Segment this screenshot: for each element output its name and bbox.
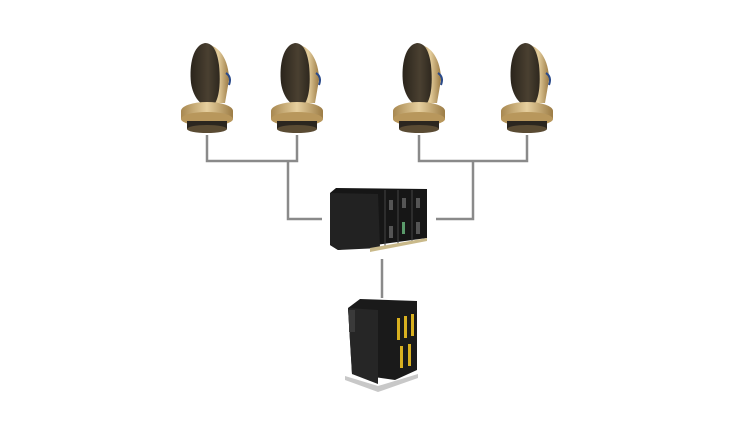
antenna-pedestal-2 <box>270 42 324 134</box>
wire-left-branch <box>205 135 299 163</box>
processor-unit <box>345 299 418 392</box>
connection-lines <box>205 135 529 298</box>
controller-chassis <box>330 188 427 252</box>
antenna-pedestal-1 <box>180 42 234 134</box>
wire-right-trunk <box>436 161 475 221</box>
wire-left-trunk <box>286 161 322 221</box>
antenna-pedestal-3 <box>392 42 446 134</box>
wire-right-branch <box>417 135 529 163</box>
antenna-pedestal-4 <box>500 42 554 134</box>
